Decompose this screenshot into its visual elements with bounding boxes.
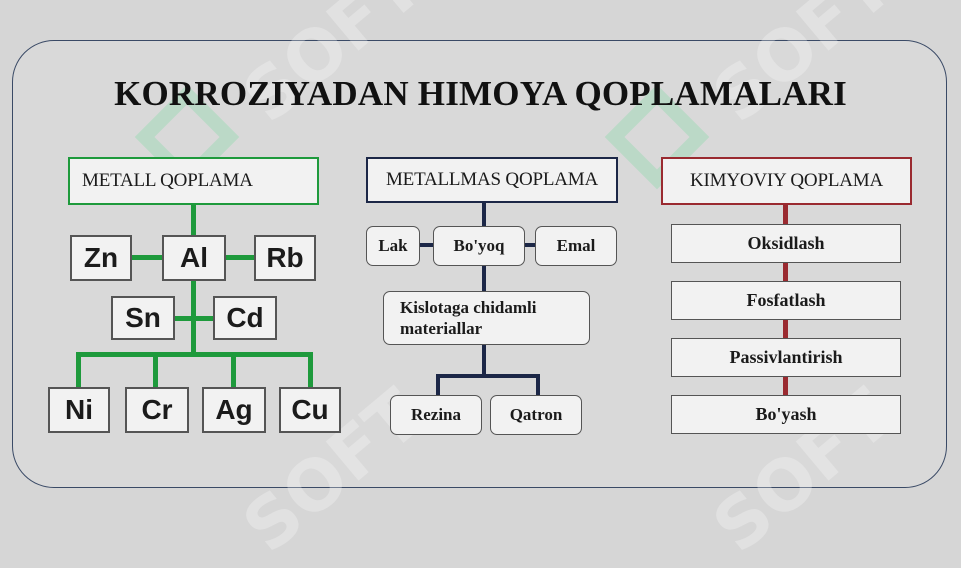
element-ag: Ag: [202, 387, 266, 433]
element-rb: Rb: [254, 235, 316, 281]
chemical-item-oksidlash: Oksidlash: [671, 224, 901, 263]
nonmetal-item-rezina: Rezina: [390, 395, 482, 435]
element-ni: Ni: [48, 387, 110, 433]
element-cu: Cu: [279, 387, 341, 433]
element-cd: Cd: [213, 296, 277, 340]
chemical-item-passivlantirish: Passivlantirish: [671, 338, 901, 377]
nonmetal-coating-header: METALLMAS QOPLAMA: [366, 157, 618, 203]
nonmetal-item-qatron: Qatron: [490, 395, 582, 435]
element-al: Al: [162, 235, 226, 281]
nonmetal-item-acid-resistant: Kislotaga chidamli materiallar: [383, 291, 590, 345]
element-cr: Cr: [125, 387, 189, 433]
chemical-item-fosfatlash: Fosfatlash: [671, 281, 901, 320]
nonmetal-item-emal: Emal: [535, 226, 617, 266]
nonmetal-item-lak: Lak: [366, 226, 420, 266]
element-zn: Zn: [70, 235, 132, 281]
diagram-title: KORROZIYADAN HIMOYA QOPLAMALARI: [114, 74, 847, 113]
chemical-item-boyash: Bo'yash: [671, 395, 901, 434]
chemical-coating-header: KIMYOVIY QOPLAMA: [661, 157, 912, 205]
metal-coating-header: METALL QOPLAMA: [68, 157, 319, 205]
element-sn: Sn: [111, 296, 175, 340]
nonmetal-item-boyoq: Bo'yoq: [433, 226, 525, 266]
